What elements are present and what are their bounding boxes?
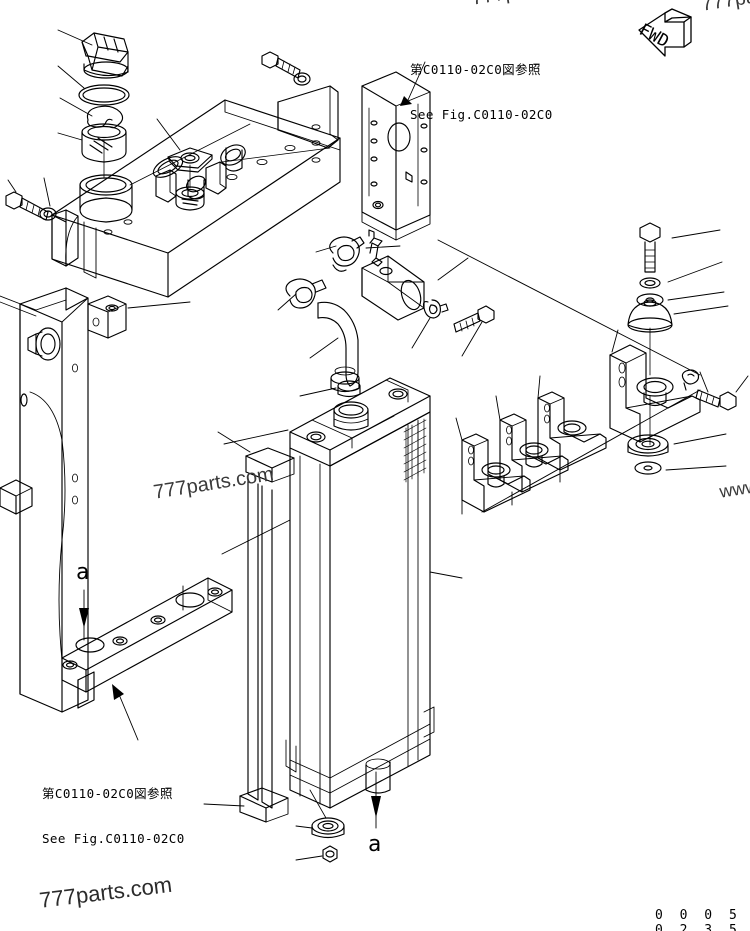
core-cap-part [330, 366, 360, 393]
hex-bolt-left [5, 191, 49, 221]
radiator-cap [81, 32, 129, 79]
mount-bracket-4 [461, 433, 531, 513]
rubber-mount-bottom [311, 817, 345, 839]
part-number: 0 0 0 5 0 2 3 5 [655, 908, 742, 931]
reference-note-top: 第C0110-02C0図参照 See Fig.C0110-02C0 [410, 32, 553, 152]
hose-clamp-a [329, 236, 365, 272]
spring-washer-mount [639, 277, 661, 289]
reference-note-bottom-line1: 第C0110-02C0図参照 [42, 786, 173, 801]
hex-bolt-mid [453, 305, 495, 333]
reference-note-bottom-line2: See Fig.C0110-02C0 [42, 831, 185, 846]
side-seal-strip [239, 447, 295, 823]
rail-left-endcap [51, 209, 97, 279]
rail-small-brackets [155, 161, 227, 203]
leader-lines-core [221, 387, 463, 579]
frame-top-bracket [87, 295, 127, 339]
flat-washer-left [39, 207, 57, 221]
hex-bolt-top [261, 51, 301, 79]
radiator-core [285, 377, 435, 809]
hex-nut-bottom [322, 845, 338, 863]
reference-note-top-line1: 第C0110-02C0図参照 [410, 62, 541, 77]
ref-arrow-bottom [112, 684, 139, 741]
left-frame-member [0, 287, 89, 713]
filler-port [79, 174, 133, 223]
inlet-hose [285, 278, 327, 309]
rail-ports [152, 144, 246, 200]
hose-clamp-b [422, 299, 449, 319]
balloon-arrow-left [79, 589, 89, 641]
leader-lines-right [455, 229, 749, 471]
rubber-mount-bottom-right [627, 434, 669, 457]
mount-bracket-2 [537, 391, 607, 471]
leader-lines-topleft [57, 29, 181, 151]
leader-lines-seal [203, 431, 251, 807]
mount-bracket-main [609, 344, 701, 443]
balloon-arrow-bottom [371, 771, 381, 829]
cap-gasket [78, 84, 130, 106]
side-bracket-plate [361, 71, 431, 241]
assembly-axis [309, 789, 327, 819]
flat-washer-bottom-right [634, 461, 662, 475]
hex-bolt-right [695, 389, 737, 411]
construction-lines-right [437, 239, 701, 515]
rubber-mount-top [627, 299, 673, 333]
thermostat-housing [361, 229, 425, 321]
hex-bolt-mount-top [639, 222, 661, 273]
reference-note-top-line2: See Fig.C0110-02C0 [410, 107, 553, 122]
rail-flange-plate [277, 85, 339, 149]
leader-lines-hose [277, 245, 483, 359]
leader-lines-frame [127, 301, 191, 309]
leader-lines-bolts-left [7, 177, 51, 207]
mount-bracket-3 [499, 413, 569, 493]
reference-note-bottom: 第C0110-02C0図参照 See Fig.C0110-02C0 [42, 756, 185, 876]
rail-holes [103, 124, 321, 235]
lower-mount-rail [61, 577, 233, 709]
flat-washer-top [293, 72, 311, 86]
leader-ref-top [400, 61, 426, 106]
fwd-arrow-icon [638, 8, 692, 57]
leader-lines-bottom [295, 825, 323, 861]
small-block-left [0, 479, 33, 515]
balloon-label-a-left: a [76, 560, 90, 585]
balloon-label-a-bottom: a [368, 832, 382, 857]
